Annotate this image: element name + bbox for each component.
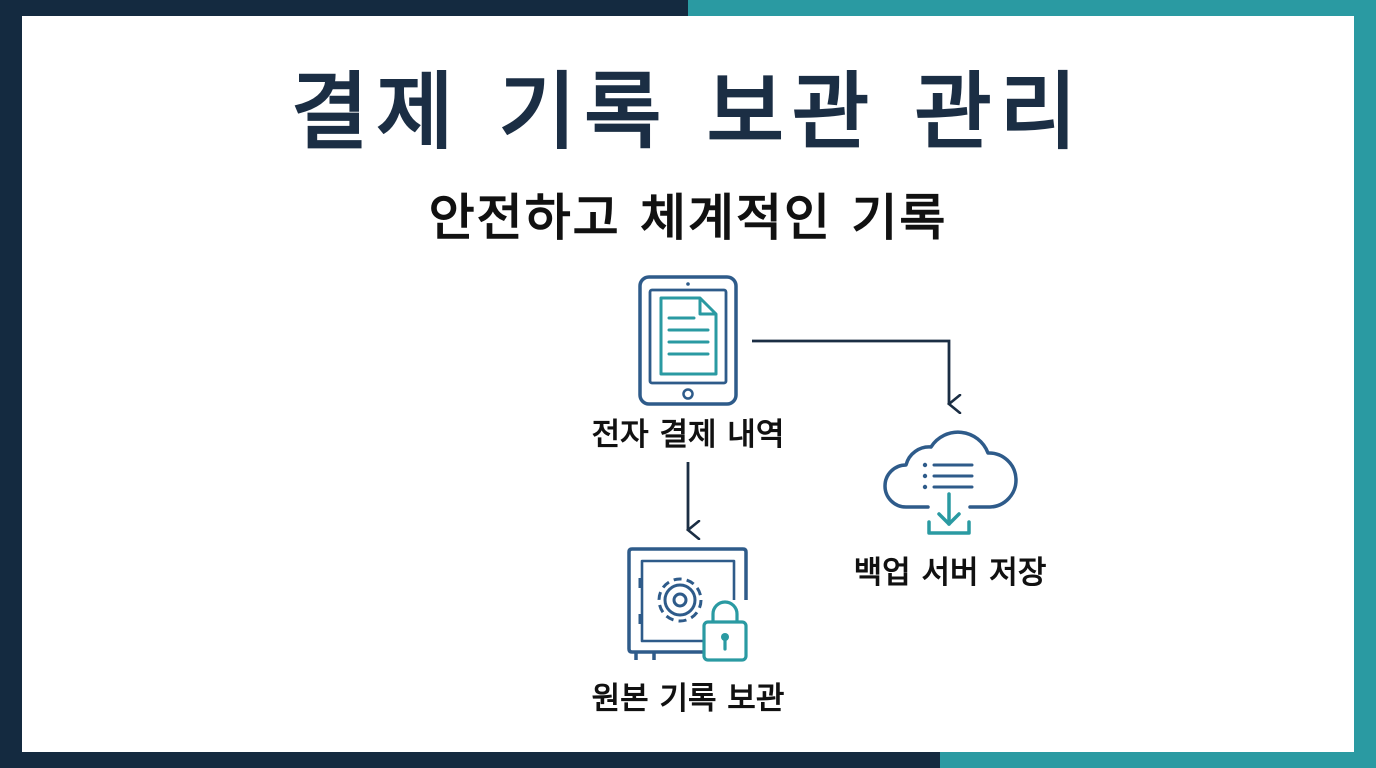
page-title: 결제 기록 보관 관리 [291, 63, 1085, 161]
safe-lock-icon [627, 547, 748, 662]
arrow-epay-to-backup [752, 339, 949, 404]
node-label-backup: 백업 서버 저장 [853, 555, 1047, 591]
cloud-download-icon [883, 430, 1018, 535]
node-label-original: 원본 기록 보관 [591, 681, 785, 717]
page-subtitle: 안전하고 체계적인 기록 [428, 189, 948, 247]
node-label-epay: 전자 결제 내역 [591, 417, 785, 453]
frame-accent-bottom [940, 750, 1376, 768]
frame-accent-right [1354, 0, 1376, 768]
frame-accent-top [688, 0, 1376, 16]
tablet-document-icon [638, 275, 738, 406]
